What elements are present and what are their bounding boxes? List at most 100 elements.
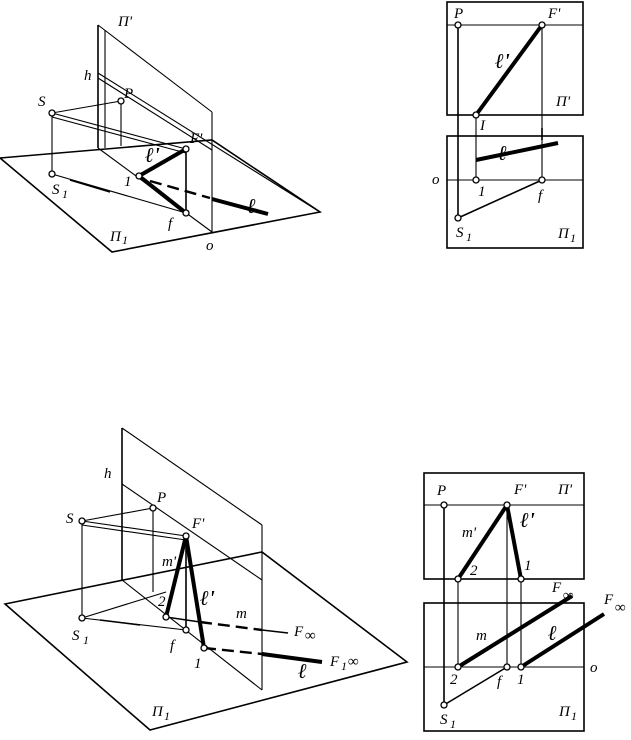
fig1-label-l: ℓ bbox=[247, 194, 256, 218]
fig1-s1-arrow bbox=[69, 179, 111, 193]
fig2-label-lprime: ℓ' bbox=[200, 586, 215, 610]
fig1-point-s1 bbox=[48, 170, 56, 178]
fig1-label-o: o bbox=[206, 238, 214, 254]
fig1-ortho-point-i bbox=[472, 111, 480, 119]
fig2-ortho-point-fprime bbox=[503, 501, 511, 509]
fig2-label-f: f bbox=[170, 638, 176, 654]
fig2-axon: h P S F' m' ℓ' 2 m F ∞ S 1 f 1 ℓ F 1 ∞ Π… bbox=[3, 427, 409, 731]
fig1-ortho-label-plane-v: Π' bbox=[555, 94, 571, 110]
fig2-ortho-label-f: f bbox=[497, 674, 503, 690]
fig1-label-plane-v: Π' bbox=[117, 14, 133, 30]
fig1-ortho-label-o: o bbox=[432, 172, 440, 188]
fig1-label-p: P bbox=[123, 86, 133, 102]
fig2-ortho-label-l: ℓ bbox=[548, 621, 557, 645]
fig2-s-to-fprime2 bbox=[81, 524, 187, 541]
fig2-ortho-label-2: 2 bbox=[450, 672, 458, 688]
fig2-point-f bbox=[182, 626, 190, 634]
fig2-label-2: 2 bbox=[158, 594, 166, 610]
fig2-label-f1inf: F bbox=[329, 654, 340, 670]
fig2-ortho-m bbox=[456, 594, 574, 669]
fig2-label-s1-sub: 1 bbox=[83, 633, 89, 647]
fig1-point-p bbox=[117, 97, 125, 105]
fig2-s1-to-2 bbox=[81, 591, 167, 619]
fig1-ortho-frame-bottom bbox=[446, 135, 584, 249]
fig1-s-to-fprime2 bbox=[51, 116, 187, 154]
fig2-label-finf: F bbox=[293, 624, 304, 640]
fig2-point-2 bbox=[162, 613, 170, 621]
fig2-m-prime bbox=[164, 535, 188, 618]
fig2-point-s1 bbox=[78, 614, 86, 622]
fig2-l-end bbox=[261, 652, 323, 664]
fig1-label-lprime: ℓ' bbox=[145, 143, 160, 167]
fig2-ortho-label-fprime: F' bbox=[513, 482, 527, 498]
fig1-horizon-line2 bbox=[97, 77, 213, 151]
fig2-m-solid bbox=[165, 616, 201, 623]
fig1-ortho-label-f: f bbox=[538, 188, 544, 204]
fig2-s-to-p bbox=[81, 507, 154, 522]
fig2-label-plane-h: Π bbox=[151, 704, 164, 720]
fig2-label-p: P bbox=[156, 490, 166, 506]
fig1-point-s bbox=[48, 109, 56, 117]
fig2-label-mprime: m' bbox=[162, 554, 177, 570]
fig2-vertical-plane-top bbox=[121, 427, 263, 526]
fig2-ortho-lprime bbox=[505, 504, 523, 580]
fig1-ortho: P F' ℓ' Π' I ℓ o 1 f S 1 Π 1 bbox=[432, 1, 584, 249]
fig2-s1-arrow bbox=[99, 619, 141, 626]
fig1-ortho-label-lprime: ℓ' bbox=[495, 49, 510, 73]
fig2-label-s1: S bbox=[72, 628, 80, 644]
fig2-point-p bbox=[149, 504, 157, 512]
fig1-ortho-label-plane-h: Π bbox=[557, 226, 570, 242]
fig1-horizon-line bbox=[97, 72, 321, 213]
fig1-ortho-label-s1: S bbox=[456, 225, 464, 241]
fig2-ortho-point-s1 bbox=[440, 701, 448, 709]
fig1-ortho-s1-line bbox=[457, 179, 543, 219]
fig2-ortho-label-finf2: F bbox=[603, 592, 614, 608]
fig1-label-plane-h: Π bbox=[109, 229, 122, 245]
fig1-ortho-point-1 bbox=[472, 176, 480, 184]
fig2-s-to-fprime bbox=[81, 520, 187, 537]
fig2-ortho-label-p: P bbox=[436, 483, 446, 499]
fig1-label-s1: S bbox=[52, 182, 60, 198]
fig1-ortho-point-f bbox=[538, 176, 546, 184]
fig2-point-fprime bbox=[182, 532, 190, 540]
fig2-ortho-label-finf-sym2: ∞ bbox=[615, 600, 626, 616]
fig2-horizontal-plane bbox=[3, 551, 409, 731]
fig2-ortho-point-f bbox=[503, 663, 511, 671]
fig2-m-dash bbox=[199, 620, 263, 632]
fig1-1-to-f bbox=[137, 174, 188, 215]
fig1-label-s: S bbox=[38, 94, 46, 110]
fig2-horizon bbox=[121, 483, 263, 581]
fig2-ortho-label-plane-h: Π bbox=[558, 704, 571, 720]
fig1-ortho-point-p bbox=[454, 21, 462, 29]
fig2-ortho-label-o: o bbox=[590, 660, 598, 676]
fig2-ortho-label-s1-sub: 1 bbox=[450, 717, 456, 731]
fig1-point-1 bbox=[135, 172, 143, 180]
fig2-ortho-mprime bbox=[456, 503, 509, 581]
fig2-ortho-frame-top bbox=[423, 472, 585, 580]
fig2-ortho-label-plane-v: Π' bbox=[557, 482, 573, 498]
fig2-ortho-label-finf: F bbox=[551, 580, 562, 596]
fig1-point-f bbox=[182, 209, 190, 217]
fig2-label-s: S bbox=[66, 511, 74, 527]
fig1-ortho-label-1: 1 bbox=[478, 184, 486, 200]
fig2-ortho-point-1-top bbox=[517, 575, 525, 583]
fig2-ortho-label-2-top: 2 bbox=[470, 563, 478, 579]
fig1-label-fprime: F' bbox=[189, 131, 203, 147]
fig2-l-prime bbox=[184, 535, 206, 649]
fig1-label-h: h bbox=[84, 68, 92, 84]
fig1-ortho-label-i: I bbox=[479, 118, 486, 134]
fig1-vertical-plane-top bbox=[97, 24, 213, 113]
fig1-label-1: 1 bbox=[124, 174, 132, 190]
fig2-ortho-label-m: m bbox=[476, 628, 487, 644]
fig2-m-end bbox=[261, 629, 289, 634]
fig2-label-f1inf-sub: 1 bbox=[341, 659, 347, 673]
fig1-label-plane-h-sub: 1 bbox=[122, 233, 128, 247]
fig1-ortho-point-s1 bbox=[454, 214, 462, 222]
fig2-point-s bbox=[78, 517, 86, 525]
fig1-ortho-label-fprime: F' bbox=[547, 6, 561, 22]
fig2-label-fprime: F' bbox=[191, 516, 205, 532]
fig1-horizontal-plane bbox=[0, 139, 323, 253]
fig2-ortho-label-mprime: m' bbox=[462, 525, 477, 541]
